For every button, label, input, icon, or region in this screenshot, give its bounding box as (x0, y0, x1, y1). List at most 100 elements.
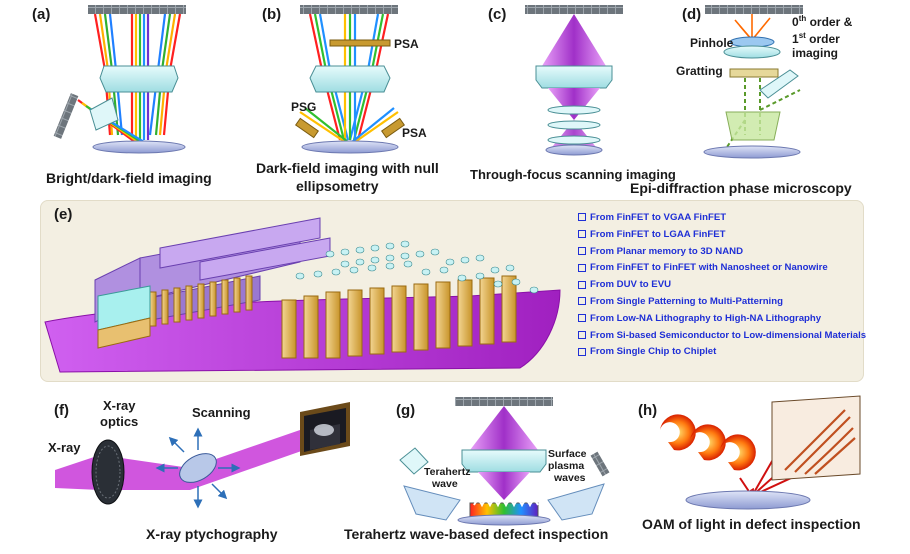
spw-line-1: Surface (548, 448, 587, 460)
focus-plane-2 (547, 120, 601, 130)
order-line-2-sup: st (798, 31, 806, 40)
trend-item-text: From Si-based Semiconductor to Low-dimen… (590, 329, 867, 341)
gate-stack-row (94, 217, 331, 323)
trend-item: From Planar memory to 3D NAND (578, 244, 866, 261)
dielectric-blocks (97, 285, 151, 349)
panel-h-label: (h) (638, 402, 658, 419)
grating-plate (729, 68, 779, 78)
panel-c-caption: Through-focus scanning imaging (470, 167, 676, 182)
trend-item-text: From Single Patterning to Multi-Patterni… (590, 295, 783, 307)
side-lens-a (89, 97, 119, 131)
square-bullet-icon (578, 297, 586, 306)
square-bullet-icon (578, 331, 586, 340)
panel-e-label: (e) (54, 206, 73, 223)
fin-array-left (149, 275, 253, 327)
square-bullet-icon (578, 280, 586, 289)
panel-c-label: (c) (488, 6, 507, 23)
sample-disk-f (179, 453, 217, 483)
oam-beam-rings (660, 414, 756, 471)
trend-item-text: From DUV to EVU (590, 279, 672, 291)
terahertz-line-1: Terahertz (424, 466, 471, 478)
terahertz-source-g (399, 447, 429, 475)
fin-array-right (281, 275, 517, 359)
order-line-2-text: order (805, 32, 840, 46)
trend-item: From DUV to EVU (578, 277, 866, 294)
order-line-1-text: order & (806, 15, 853, 29)
panel-g-caption: Terahertz wave-based defect inspection (344, 526, 609, 542)
wafer-a (92, 140, 186, 154)
camera-sensor-c (525, 5, 623, 14)
relay-lens-d (723, 45, 781, 59)
scan-arrows (155, 427, 241, 509)
square-bullet-icon (578, 263, 586, 272)
trend-item: From Single Chip to Chiplet (578, 344, 866, 361)
psa-bottom-label: PSA (402, 126, 427, 140)
focus-cone-lower-c (548, 88, 600, 120)
focus-cone-lower-g (478, 472, 530, 500)
camera-sensor-a (88, 5, 186, 14)
surface-plasma-label: Surface plasma waves (548, 448, 587, 484)
grating-label: Gratting (676, 64, 723, 78)
spw-line-3: waves (554, 472, 586, 484)
objective-lens-b (309, 65, 391, 93)
trend-item-text: From Low-NA Lithography to High-NA Litho… (590, 312, 822, 324)
psg-label: PSG (291, 100, 317, 114)
panel-f-label: (f) (54, 402, 69, 419)
panel-d-caption: Epi-diffraction phase microscopy (630, 180, 852, 196)
xray-optics-lens (91, 439, 125, 505)
focus-plane-1 (547, 105, 601, 115)
terahertz-wave-label: Terahertz wave (424, 466, 471, 490)
wafer-d (703, 145, 801, 159)
trend-item-text: From Planar memory to 3D NAND (590, 245, 743, 257)
green-beam-path (724, 78, 801, 151)
terahertz-beam-right (547, 483, 605, 521)
panel-g-drawing (399, 397, 610, 526)
pinhole-label: Pinhole (690, 36, 734, 50)
camera-sensor-b (300, 5, 398, 14)
focus-cone-upper-g (470, 406, 538, 450)
trend-item: From FinFET to VGAA FinFET (578, 210, 866, 227)
panel-b-caption-line1: Dark-field imaging with null (256, 160, 439, 176)
wafer-g (457, 514, 551, 526)
panel-h-caption: OAM of light in defect inspection (642, 516, 861, 532)
psg-plate (294, 117, 320, 139)
scattered-rays-d (734, 14, 771, 41)
wafer-b (301, 140, 399, 154)
order-imaging-label: 0th order & 1st order imaging (792, 12, 852, 60)
beam-splitter-d (759, 69, 799, 99)
psa-top-plate (329, 39, 391, 47)
panel-a-caption: Bright/dark-field imaging (46, 170, 212, 186)
trend-item-text: From Single Chip to Chiplet (590, 346, 717, 358)
trend-item-text: From FinFET to LGAA FinFET (590, 228, 726, 240)
detector-stack-f (300, 402, 350, 456)
terahertz-line-2: wave (432, 478, 458, 490)
psa-top-label: PSA (394, 37, 419, 51)
psa-bottom-plate (380, 117, 406, 139)
square-bullet-icon (578, 247, 586, 256)
panel-d-label: (d) (682, 6, 702, 23)
plasma-detector-g (590, 451, 610, 477)
wafer-c (545, 144, 603, 156)
square-bullet-icon (578, 230, 586, 239)
pattern-on-screen (784, 409, 856, 475)
order-line-3: imaging (792, 46, 839, 60)
trend-item: From FinFET to FinFET with Nanosheet or … (578, 260, 866, 277)
xray-optics-label-line1: X-ray (103, 398, 136, 413)
focus-plane-3 (547, 135, 601, 145)
panel-b-label: (b) (262, 6, 282, 23)
panel-a-label: (a) (32, 6, 51, 23)
camera-sensor-g (455, 397, 553, 406)
surface-waves (473, 500, 539, 508)
objective-lens-g (461, 449, 547, 473)
square-bullet-icon (578, 213, 586, 222)
terahertz-beam-left (403, 485, 461, 521)
panel-e-drawing (44, 217, 561, 373)
focus-cone-upper-c (542, 14, 606, 66)
order-line-1-sup: th (798, 14, 807, 23)
trend-item-text: From FinFET to FinFET with Nanosheet or … (590, 262, 828, 274)
trend-item: From Si-based Semiconductor to Low-dimen… (578, 328, 866, 345)
wafer-h (685, 490, 811, 510)
